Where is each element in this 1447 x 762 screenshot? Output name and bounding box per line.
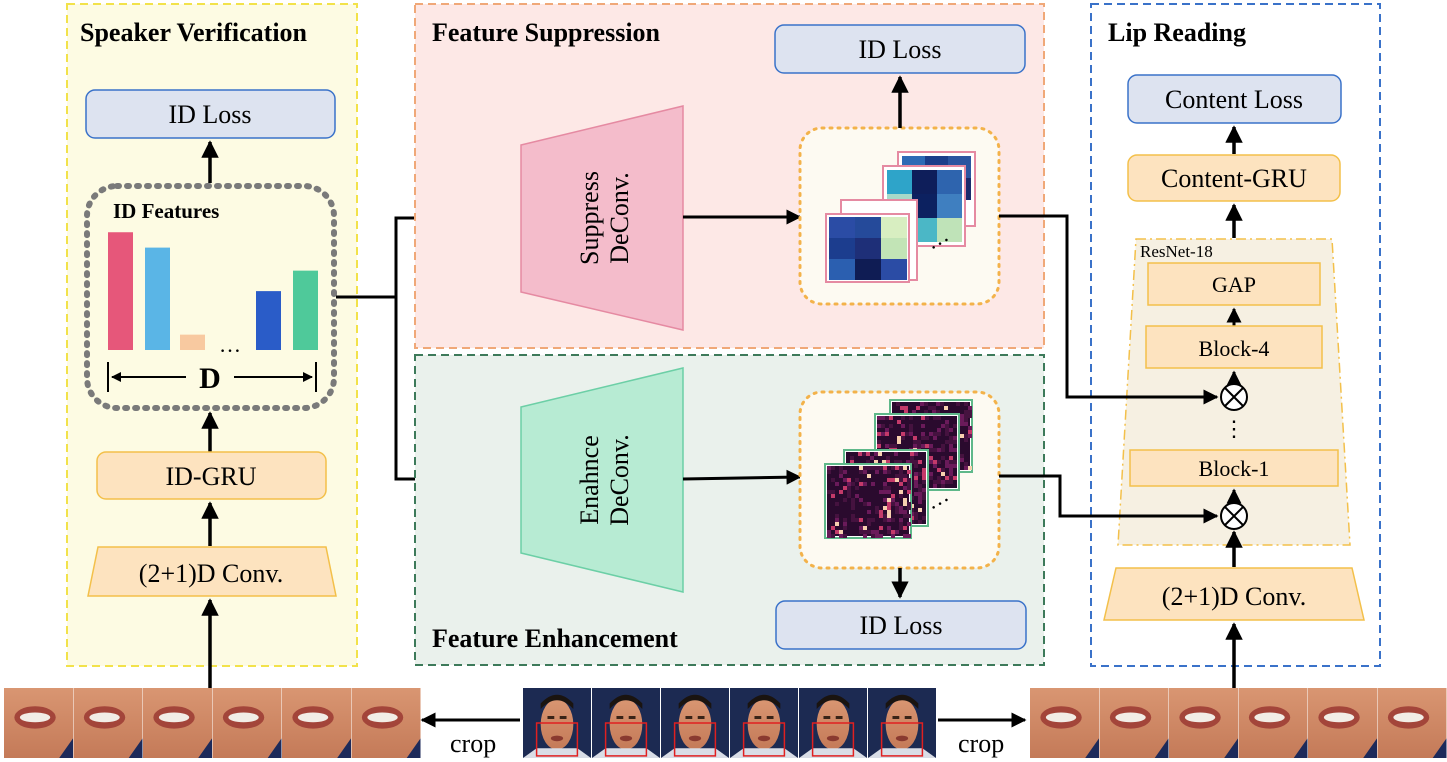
crop-label-right: crop xyxy=(958,729,1004,758)
block-4-label: Block-4 xyxy=(1199,336,1270,361)
lip-frame xyxy=(4,688,73,758)
enhanced-feature-maps xyxy=(824,399,973,539)
resnet-label: ResNet-18 xyxy=(1140,242,1213,261)
lip-frame xyxy=(1308,688,1377,758)
lip-frame xyxy=(212,688,282,758)
content-loss-box xyxy=(1127,74,1342,124)
lip-frame xyxy=(1169,688,1238,758)
content-gru-label: Content-GRU xyxy=(1161,164,1307,193)
dimension-label: D xyxy=(199,362,221,395)
lip-frame xyxy=(1030,688,1099,758)
feature-enhancement-panel: Feature Enhancement Enahnce DeConv. … ID… xyxy=(414,354,1045,666)
speaker-verification-title: Speaker Verification xyxy=(80,18,308,47)
block-1-box xyxy=(1129,449,1339,487)
sv-conv-box xyxy=(87,546,337,597)
fs-id-loss-label: ID Loss xyxy=(858,35,941,64)
full-face-frames xyxy=(523,688,936,758)
right-cropped-lip-frames xyxy=(1030,688,1447,758)
id-gru-box xyxy=(96,451,327,500)
suppress-deconv-block xyxy=(520,105,684,331)
crop-label-left: crop xyxy=(450,729,496,758)
gap-box xyxy=(1147,262,1321,306)
id-gru-label: ID-GRU xyxy=(166,462,257,491)
face-frame xyxy=(730,688,798,758)
speaker-verification-panel: Speaker Verification ID Loss ID Features… xyxy=(66,3,358,688)
sv-id-loss-box xyxy=(85,89,336,139)
enhanced-map xyxy=(824,463,912,539)
content-gru-box xyxy=(1127,154,1341,202)
id-feature-bars xyxy=(108,232,318,350)
enhance-deconv-line1: Enahnce xyxy=(575,435,604,525)
suppress-deconv-line2: DeConv. xyxy=(605,172,634,263)
block-4-box xyxy=(1145,325,1323,369)
input-strip: crop crop xyxy=(4,688,1447,758)
multiply-op-upper xyxy=(1220,383,1248,411)
fe-id-loss-label: ID Loss xyxy=(859,611,942,640)
sv-conv-label: (2+1)D Conv. xyxy=(139,559,283,588)
feature-suppression-title: Feature Suppression xyxy=(432,18,661,47)
lr-conv-box xyxy=(1103,567,1365,621)
suppressed-map-1 xyxy=(825,199,918,283)
block-1-label: Block-1 xyxy=(1199,456,1270,481)
id-feature-bar xyxy=(293,270,318,350)
feature-suppression-panel: Feature Suppression ID Loss Suppress DeC… xyxy=(414,3,1045,349)
suppress-deconv-line1: Suppress xyxy=(575,171,604,265)
lip-frame xyxy=(1238,688,1308,758)
id-feature-bar xyxy=(256,291,281,350)
content-loss-label: Content Loss xyxy=(1165,85,1303,114)
enhance-deconv-line2: DeConv. xyxy=(605,434,634,525)
feature-enhancement-title: Feature Enhancement xyxy=(432,624,678,653)
multiply-op-lower xyxy=(1220,502,1248,530)
id-feature-bar xyxy=(145,247,170,350)
id-feature-bar xyxy=(108,232,133,350)
enhance-deconv-block xyxy=(520,367,684,593)
face-frame xyxy=(799,688,867,758)
blocks-vdots: ⋮ xyxy=(1223,416,1245,441)
face-frame xyxy=(868,688,936,758)
lip-reading-title: Lip Reading xyxy=(1108,18,1246,47)
lip-reading-panel: Lip Reading Content Loss Content-GRU Res… xyxy=(1090,3,1381,688)
id-feature-bar xyxy=(180,334,205,350)
face-frame xyxy=(592,688,660,758)
lip-frame xyxy=(143,688,212,758)
cross-connectors xyxy=(999,214,1219,524)
bars-ellipsis: … xyxy=(219,332,241,357)
fe-id-loss-box xyxy=(775,600,1027,650)
lip-frame xyxy=(73,688,143,758)
sv-id-loss-label: ID Loss xyxy=(168,100,251,129)
lip-frame xyxy=(1099,688,1169,758)
gap-label: GAP xyxy=(1212,272,1256,297)
lr-conv-label: (2+1)D Conv. xyxy=(1162,582,1306,611)
fs-id-loss-box xyxy=(774,24,1026,74)
lip-frame xyxy=(1377,688,1447,758)
lip-frame xyxy=(351,688,421,758)
face-frame xyxy=(661,688,729,758)
id-features-container xyxy=(84,183,337,411)
id-features-title: ID Features xyxy=(113,199,219,223)
lip-frame xyxy=(282,688,351,758)
face-frame xyxy=(523,688,591,758)
left-cropped-lip-frames xyxy=(4,688,421,758)
